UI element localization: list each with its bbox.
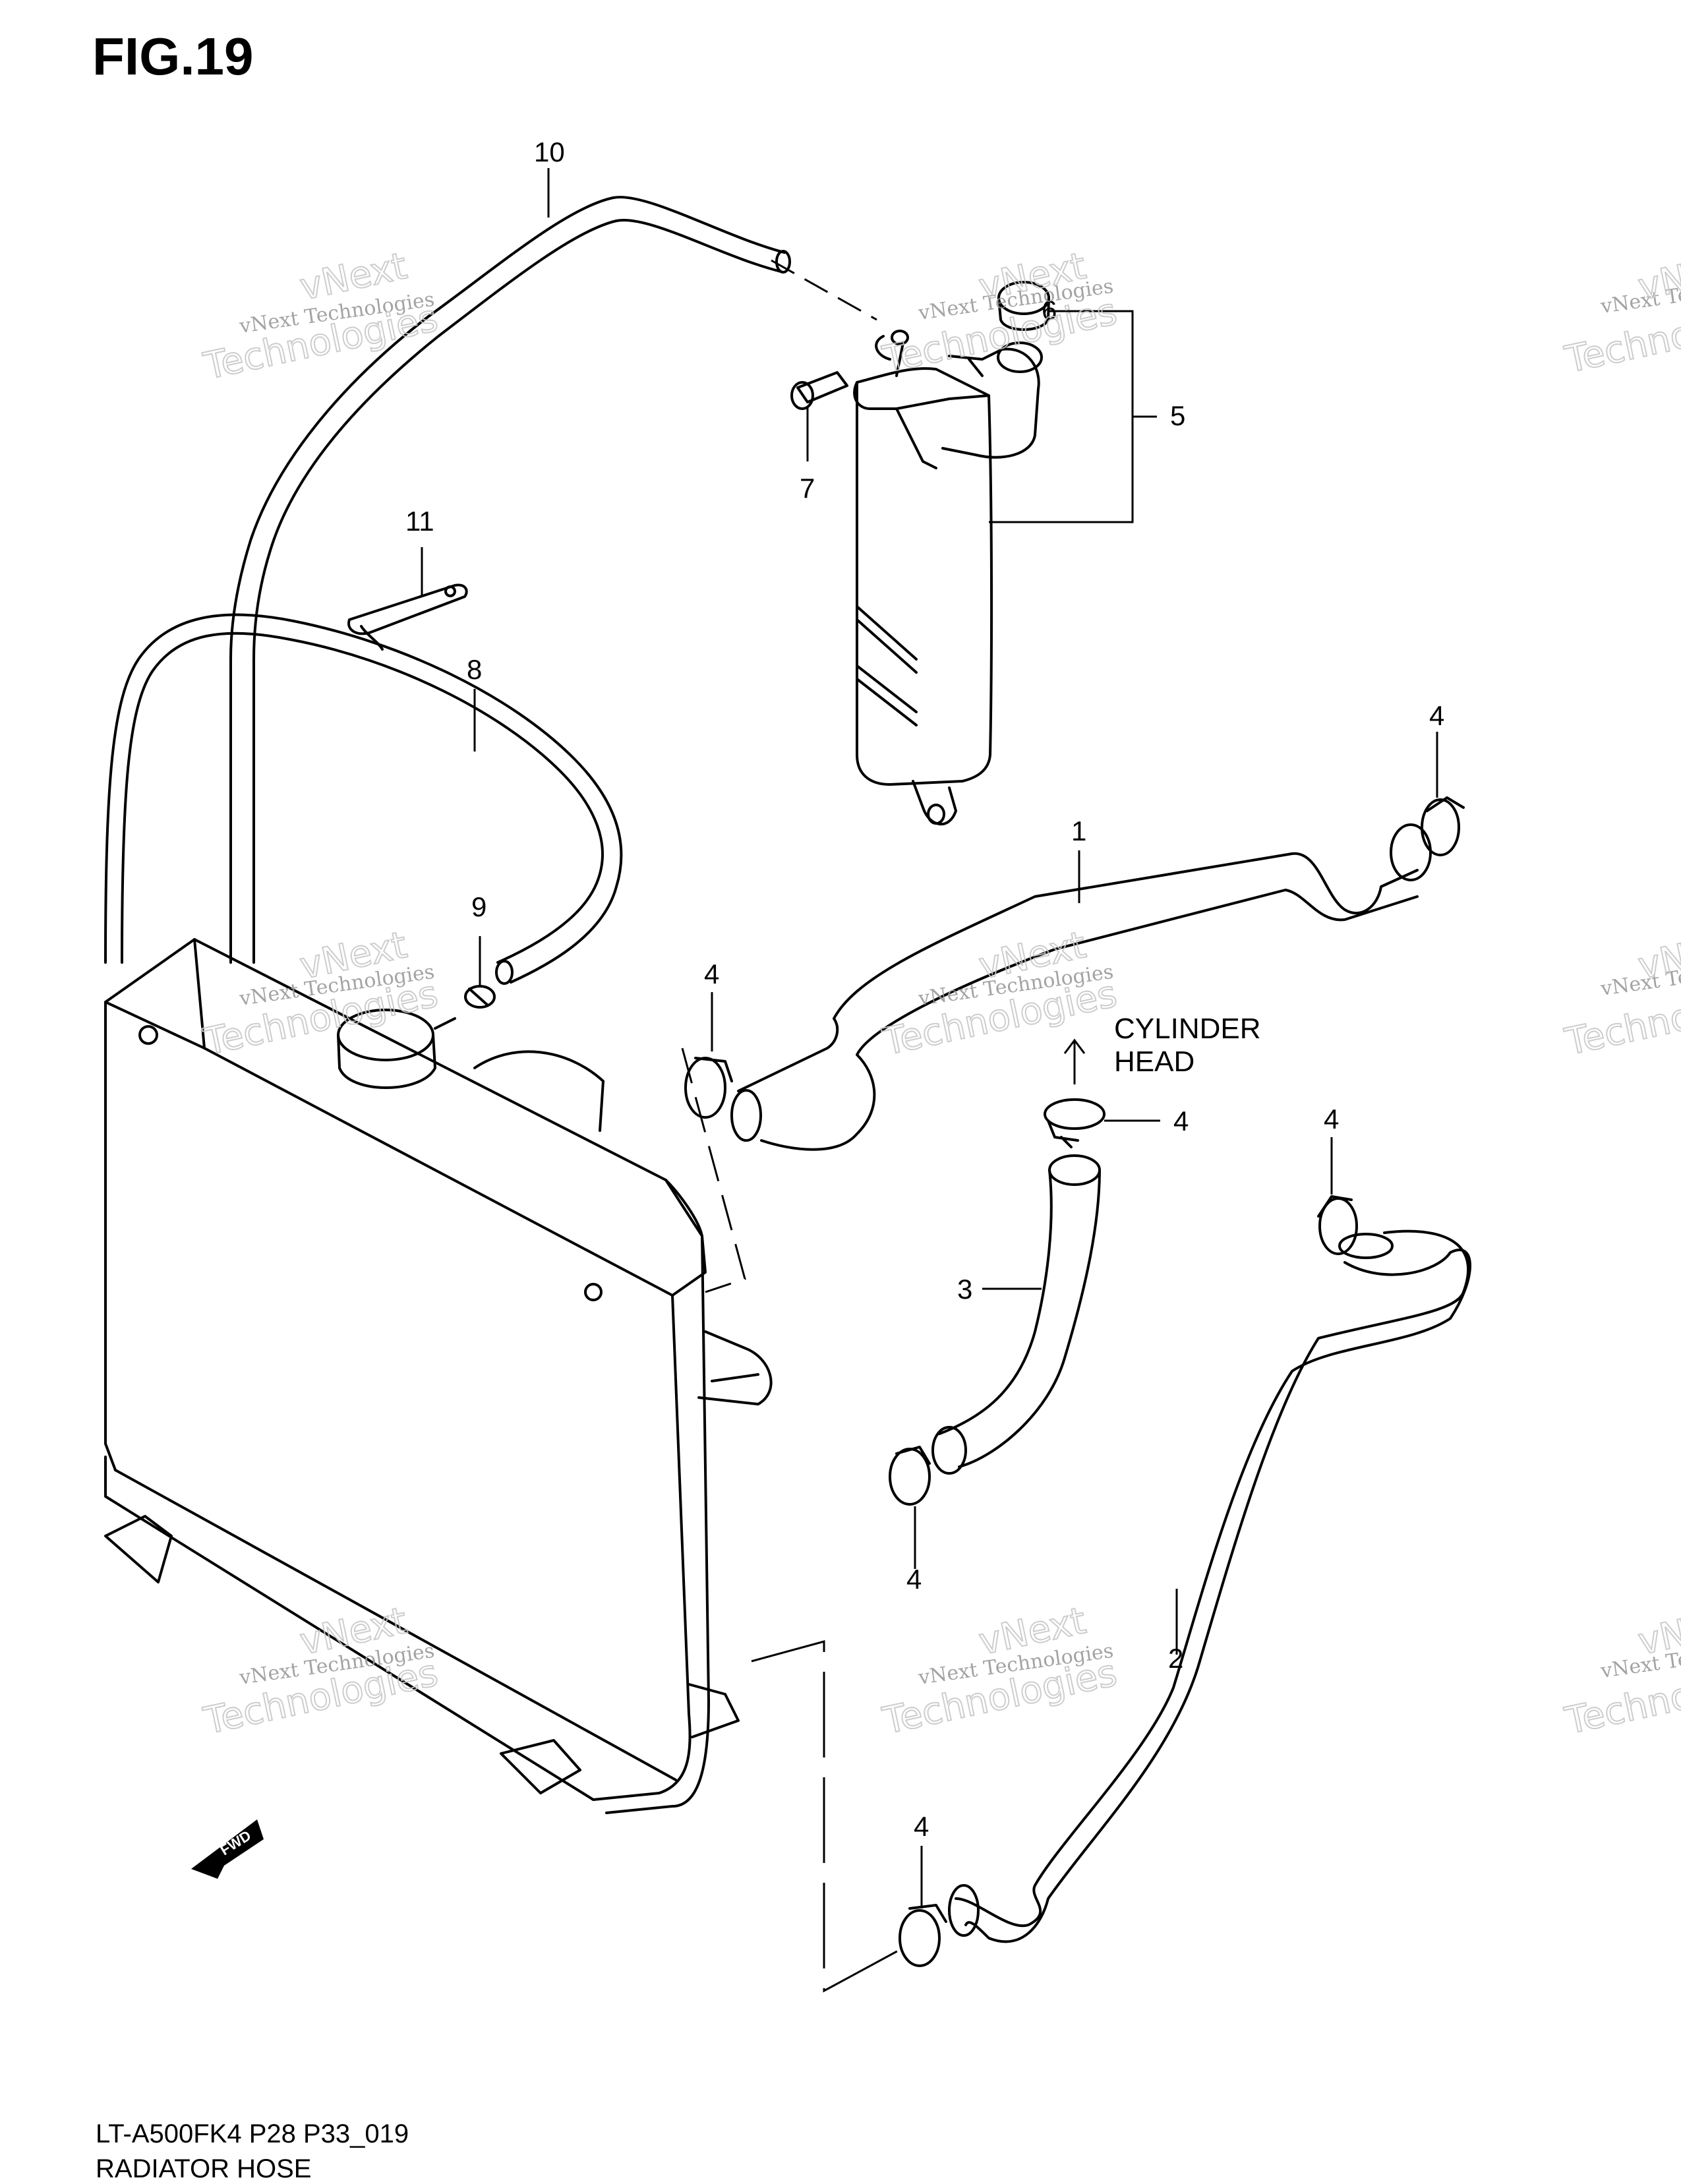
hose-clamp-4-top-right: [1421, 796, 1465, 856]
callout-4-right: 4: [1324, 1104, 1339, 1135]
callout-6: 6: [1042, 295, 1057, 326]
callout-4-top-right: 4: [1429, 700, 1444, 731]
figure-name: RADIATOR HOSE: [96, 2154, 312, 2183]
watermark-outline-small: vNext: [1634, 245, 1681, 309]
callout-3: 3: [957, 1274, 972, 1305]
reservoir-cap-6: [997, 281, 1050, 331]
watermark-outline-small: vNext: [1634, 1599, 1681, 1664]
watermark-outline-small: vNext: [1634, 924, 1681, 988]
hose-clip-11: [347, 583, 468, 651]
radiator-hose-2: [948, 1229, 1471, 1943]
callout-2: 2: [1168, 1643, 1183, 1674]
destination-label-line2: HEAD: [1114, 1046, 1194, 1078]
watermarks: vNext Technologies vNext Technologies vN…: [199, 244, 1681, 1744]
callout-10: 10: [534, 136, 565, 167]
bypass-hose-3: [931, 1154, 1101, 1475]
bolt-7: [790, 371, 848, 410]
callout-5: 5: [1170, 400, 1185, 431]
hose-clamp-4-lower-middle: [889, 1446, 931, 1506]
hose-clamp-4-bottom: [899, 1904, 947, 1967]
fwd-arrow: FWD: [191, 1819, 264, 1879]
callout-9: 9: [471, 891, 487, 922]
hose-clamp-4-cylinder-head: [1044, 1098, 1106, 1148]
callout-4-bottom: 4: [914, 1811, 929, 1842]
callout-8: 8: [467, 654, 482, 685]
hose-clamp-9: [464, 985, 496, 1009]
radiator: [104, 938, 773, 1814]
overflow-hose-8: [104, 613, 623, 985]
hose-clamp-4-upper-left: [684, 1057, 733, 1119]
breather-hose-10: [229, 196, 791, 661]
callout-4-upper-left: 4: [704, 959, 719, 989]
model-code: LT-A500FK4 P28 P33_019: [96, 2119, 409, 2148]
callout-1: 1: [1071, 815, 1086, 846]
callout-7: 7: [800, 473, 815, 504]
figure-title: FIG.19: [92, 27, 254, 86]
leader-lines: [421, 168, 1438, 1993]
reservoir-tank-5: [853, 330, 1043, 825]
callout-4-lower-middle: 4: [906, 1564, 922, 1595]
hose-clamp-4-right: [1317, 1195, 1358, 1255]
destination-label-line1: CYLINDER: [1114, 1013, 1261, 1045]
callout-11: 11: [405, 506, 434, 537]
callout-4-cylinder-head: 4: [1173, 1106, 1189, 1136]
radiator-hose-1: [730, 823, 1432, 1151]
